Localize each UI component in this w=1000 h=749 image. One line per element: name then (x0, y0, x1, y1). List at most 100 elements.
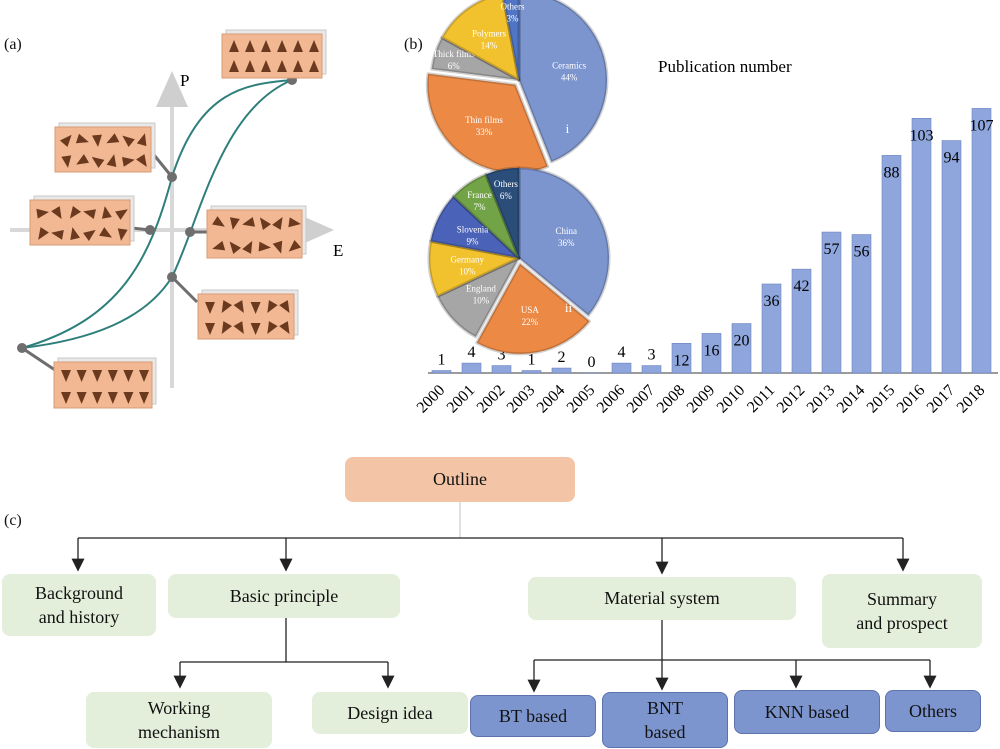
dipole-icon (61, 155, 72, 168)
pie-slice-pct: 36% (558, 238, 575, 248)
x-tick-label: 2018 (954, 382, 989, 417)
pie-slice-pct: 33% (476, 127, 493, 137)
dipole-icon (272, 240, 283, 254)
dipole-icon (92, 392, 103, 404)
dipole-icon (122, 156, 135, 167)
connector-line (21, 346, 59, 374)
pie-slice (475, 262, 591, 356)
node-bnt-based: BNT based (602, 692, 728, 748)
dipole-icon (242, 240, 253, 254)
panel-label-b: (b) (404, 36, 423, 53)
pie-slice-pct: 14% (481, 41, 498, 51)
bar (461, 362, 482, 374)
bar-value-label: 103 (910, 127, 934, 144)
domain-block (29, 195, 135, 246)
x-tick-label: 2007 (624, 382, 659, 417)
x-tick-label: 2017 (924, 382, 959, 417)
loop-point (167, 272, 177, 282)
pie-id-label: ii (565, 300, 573, 315)
dipole-icon (139, 392, 149, 404)
dipole-icon (245, 40, 255, 52)
bar-value-label: 16 (704, 342, 720, 359)
outline-root: Outline (345, 457, 575, 502)
pie-slice-pct: 7% (474, 202, 487, 212)
dipole-icon (277, 60, 287, 72)
bar (971, 108, 992, 374)
dipole-icon (288, 217, 301, 228)
domain-block (53, 357, 157, 409)
dipole-icon (261, 60, 271, 72)
dipole-icon (279, 321, 290, 335)
pie-slice-label: Others (501, 2, 525, 12)
dipole-icon (250, 323, 261, 335)
bar (761, 283, 782, 374)
dipole-icon (117, 228, 128, 241)
dipole-icon (136, 133, 147, 147)
pie-slice-label: England (466, 284, 496, 294)
dipole-icon (293, 40, 303, 52)
dipole-icon (277, 40, 287, 52)
bar-value-label: 3 (648, 347, 656, 364)
dipole-icon (221, 321, 233, 335)
pie-slice-pct: 10% (459, 267, 476, 277)
dipole-icon (293, 60, 303, 72)
pie-slice-label: USA (521, 305, 540, 315)
pie-slice-label: France (467, 190, 492, 200)
dipole-icon (272, 216, 283, 230)
dipole-icon (229, 241, 242, 255)
node-knn-based: KNN based (734, 690, 880, 734)
dipole-icon (245, 60, 255, 72)
dipole-icon (61, 370, 71, 382)
x-tick-label: 2006 (594, 382, 629, 417)
dipole-icon (261, 40, 271, 52)
dipole-icon (122, 135, 135, 148)
dipole-icon (91, 156, 105, 168)
domain-block (221, 29, 327, 79)
x-tick-label: 2013 (804, 382, 839, 417)
pie-slice-pct: 10% (473, 296, 490, 306)
pie-slice-pct: 6% (500, 191, 513, 201)
pie-slice (429, 194, 521, 260)
publication-panel: Publication number 120004200132002120032… (414, 0, 998, 416)
bar (821, 231, 842, 374)
bar-chart-title: Publication number (658, 57, 792, 76)
bar-value-label: 1 (438, 352, 446, 369)
dipole-icon (212, 240, 226, 251)
bar (701, 333, 722, 374)
bar-value-label: 94 (944, 150, 960, 167)
dipole-icon (76, 154, 90, 165)
x-tick-label: 2011 (744, 382, 778, 416)
bar (671, 343, 692, 374)
domain-block (197, 289, 299, 340)
x-tick-label: 2012 (774, 382, 809, 417)
outline-tree-connectors (71, 502, 937, 693)
domain-block (54, 122, 156, 173)
dipole-icon (259, 217, 271, 230)
dipole-icon (267, 321, 278, 335)
bar (551, 367, 572, 374)
dipole-icon (83, 229, 96, 241)
p-axis-label: P (180, 71, 189, 90)
pie-slice-label: Thin films (465, 115, 503, 125)
dipole-icon (106, 133, 120, 144)
panel-label-c: (c) (4, 512, 22, 529)
dipole-icon (38, 227, 49, 240)
dipole-icon (75, 133, 89, 144)
dipole-icon (115, 209, 128, 220)
node-basic-principle: Basic principle (168, 574, 400, 618)
bar (611, 362, 632, 374)
dipole-icon (309, 40, 319, 52)
dipole-icon (139, 370, 149, 382)
dipole-icon (229, 40, 239, 52)
x-tick-label: 2010 (714, 382, 749, 417)
pie-slice-pct: 22% (522, 317, 539, 327)
bar-value-label: 4 (468, 344, 476, 361)
dipole-icon (51, 206, 62, 220)
x-tick-label: 2002 (474, 382, 509, 417)
dipole-icon (123, 370, 134, 382)
dipole-icon (221, 300, 233, 314)
dipole-icon (107, 392, 118, 404)
bar (431, 370, 452, 374)
bar (641, 365, 662, 374)
